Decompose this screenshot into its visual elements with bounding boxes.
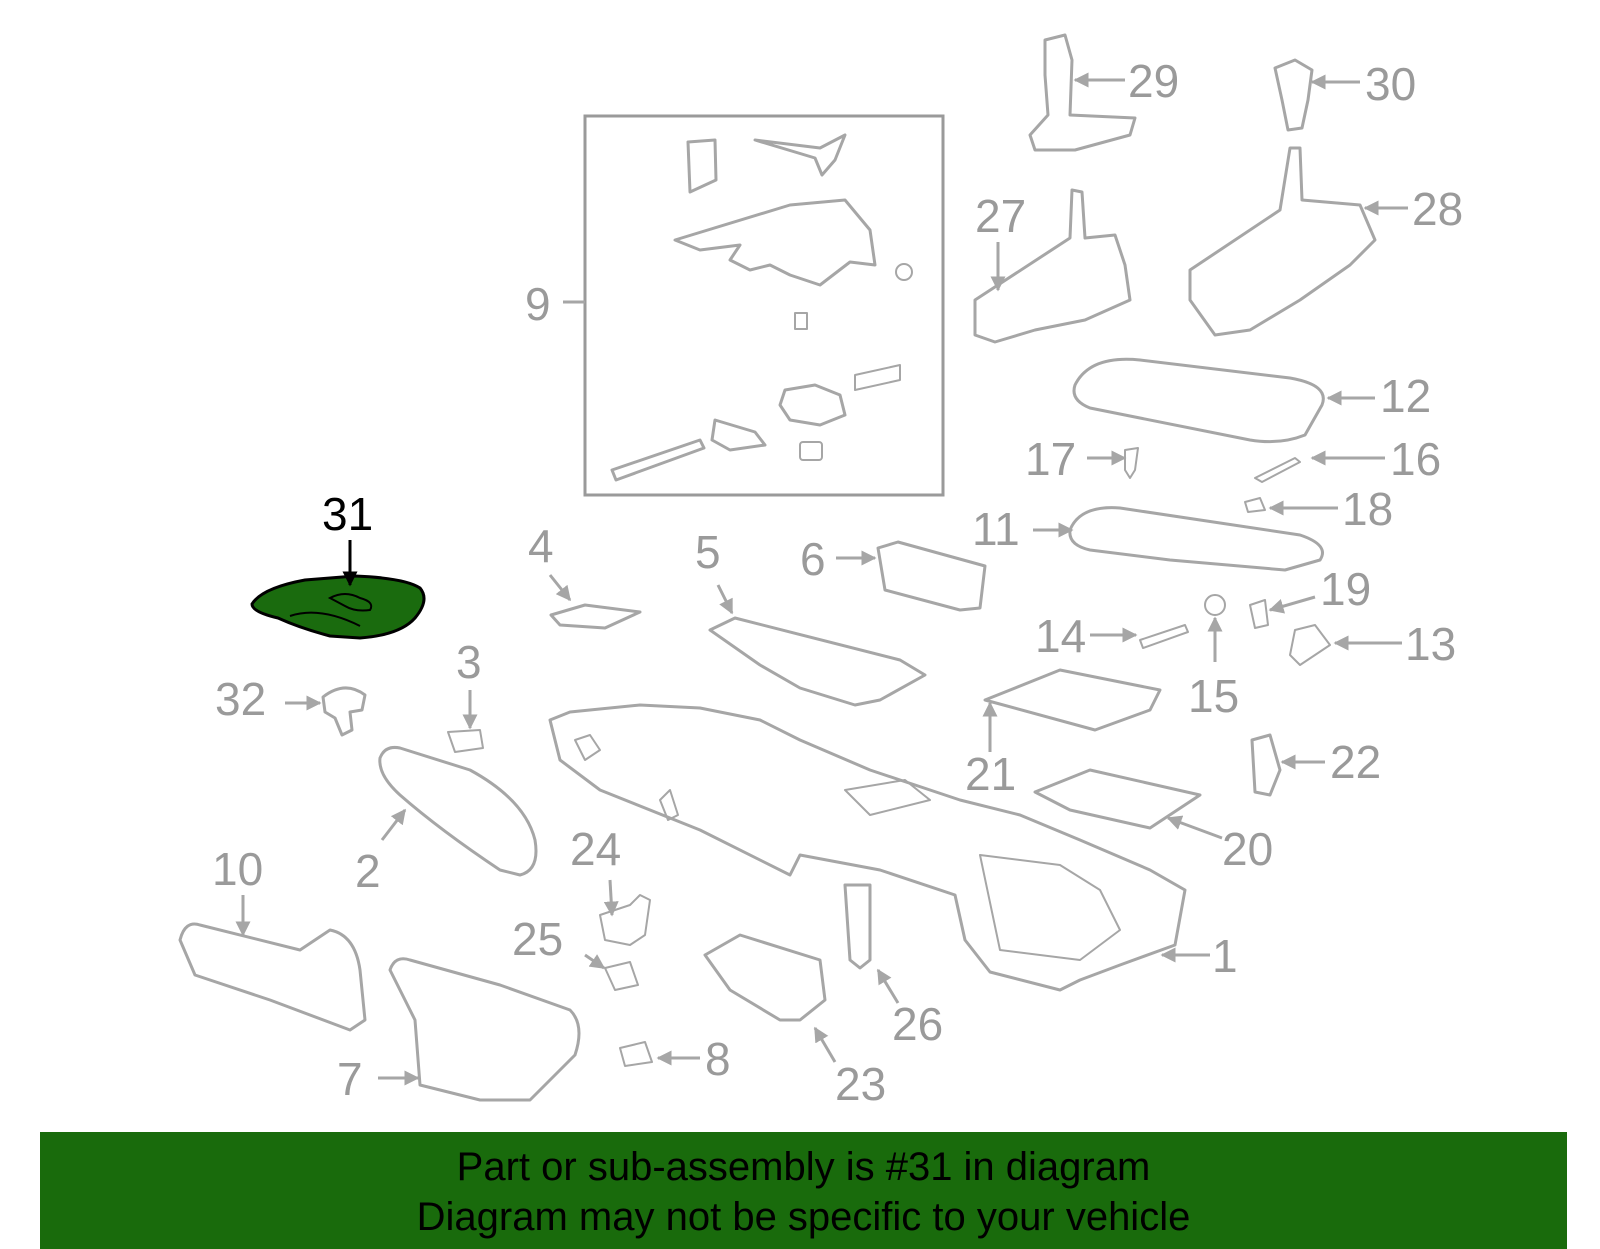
callout-labels: 1 2 3 4 5 6 7 8 9 10 11 12 13 14 15 16 1…: [212, 55, 1463, 1110]
part-13-latch: [1289, 624, 1331, 666]
callout-16: 16: [1390, 433, 1441, 485]
callout-4: 4: [528, 520, 554, 572]
part-11-armrest-base: [1068, 506, 1324, 572]
callout-9: 9: [525, 278, 551, 330]
part-7-trim-panel: [388, 957, 581, 1102]
part-2-side-panel: [378, 746, 538, 877]
part-24-bracket: [599, 894, 651, 946]
callout-19: 19: [1320, 563, 1371, 615]
part-17-clip: [1124, 447, 1139, 479]
part-20-tray: [1033, 768, 1202, 830]
part-3-clip: [447, 729, 484, 753]
part-15-grommet: [1204, 594, 1226, 616]
part-29-shift-boot: [1028, 33, 1137, 152]
callout-15: 15: [1188, 670, 1239, 722]
part-1-console-body: [548, 703, 1187, 992]
callout-17: 17: [1025, 433, 1076, 485]
part-18-clip: [1244, 497, 1266, 513]
callout-29: 29: [1128, 55, 1179, 107]
part-6-tray: [876, 540, 987, 612]
part-23-module: [703, 933, 827, 1022]
callout-30: 30: [1365, 58, 1416, 110]
callout-8: 8: [705, 1033, 731, 1085]
callout-10: 10: [212, 843, 263, 895]
part-28-shifter: [1188, 146, 1377, 337]
callout-13: 13: [1405, 618, 1456, 670]
leader-lines: [235, 72, 1408, 1086]
callout-22: 22: [1330, 736, 1381, 788]
part-22-bracket: [1250, 733, 1282, 797]
banner-line-2: Diagram may not be specific to your vehi…: [416, 1195, 1191, 1239]
part-5-cupholder-plate: [708, 616, 927, 707]
callout-26: 26: [892, 998, 943, 1050]
part-30-shift-knob: [1273, 58, 1314, 132]
callout-20: 20: [1222, 823, 1273, 875]
part-16: [1254, 457, 1301, 483]
part-14-pin: [1139, 624, 1189, 649]
part-32-fastener: [321, 686, 367, 737]
part-4-plate: [549, 603, 642, 630]
part-27-shifter: [973, 188, 1132, 344]
part-21-mat: [983, 668, 1162, 732]
part-19-clip: [1249, 599, 1269, 629]
part-12-armrest-lid: [1072, 357, 1325, 444]
callout-7: 7: [337, 1053, 363, 1105]
part-25-clip: [604, 961, 639, 991]
callout-14: 14: [1035, 610, 1086, 662]
callout-1: 1: [1212, 930, 1238, 982]
callout-24: 24: [570, 823, 621, 875]
banner-line-1: Part or sub-assembly is #31 in diagram: [456, 1145, 1151, 1189]
callout-27: 27: [975, 190, 1026, 242]
part-9-assembly-box: [583, 114, 945, 497]
callout-12: 12: [1380, 370, 1431, 422]
callout-3: 3: [456, 636, 482, 688]
part-31-highlighted[interactable]: [250, 574, 426, 640]
part-8-clip: [619, 1041, 653, 1067]
callout-31: 31: [322, 488, 373, 540]
callout-32: 32: [215, 673, 266, 725]
callout-25: 25: [512, 913, 563, 965]
callout-28: 28: [1412, 183, 1463, 235]
part-10-trim-panel: [178, 922, 367, 1032]
callout-21: 21: [965, 748, 1016, 800]
callout-2: 2: [355, 845, 381, 897]
part-26-plug: [843, 883, 872, 970]
callout-11: 11: [972, 503, 1020, 555]
info-banner: Part or sub-assembly is #31 in diagram D…: [40, 1132, 1567, 1249]
callout-23: 23: [835, 1058, 886, 1110]
callout-5: 5: [695, 526, 721, 578]
callout-6: 6: [800, 533, 826, 585]
callout-18: 18: [1342, 483, 1393, 535]
